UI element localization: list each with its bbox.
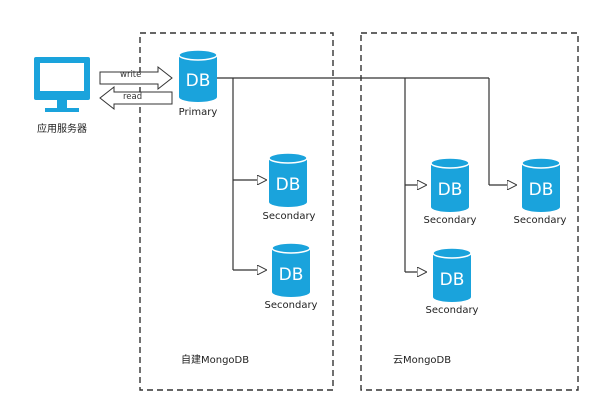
- secondary-role-label: Secondary: [423, 215, 477, 226]
- primary-role-label: Primary: [178, 107, 218, 118]
- secondary-db-cylinder: DB: [430, 157, 470, 212]
- primary-db-cylinder: DB: [178, 49, 218, 102]
- secondary-role-label: Secondary: [262, 211, 316, 222]
- cloud-group-border: [360, 32, 579, 391]
- secondary-db-cylinder: DB: [268, 152, 308, 207]
- db-label: DB: [276, 175, 301, 195]
- write-arrow: [99, 65, 173, 91]
- db-label: DB: [279, 265, 304, 285]
- monitor-icon: [34, 57, 90, 112]
- db-label: DB: [529, 180, 554, 200]
- self-built-group-label: 自建MongoDB: [181, 355, 250, 366]
- secondary-role-label: Secondary: [513, 215, 567, 226]
- read-label: read: [123, 92, 143, 102]
- read-arrow: [99, 85, 173, 111]
- secondary-role-label: Secondary: [264, 300, 318, 311]
- secondary-role-label: Secondary: [425, 305, 479, 316]
- db-label: DB: [440, 270, 465, 290]
- cloud-group-label: 云MongoDB: [393, 355, 452, 366]
- db-label: DB: [186, 71, 211, 91]
- self-built-group-border: [139, 32, 334, 391]
- write-label: write: [120, 70, 142, 80]
- db-label: DB: [438, 180, 463, 200]
- secondary-db-cylinder: DB: [521, 157, 561, 212]
- secondary-db-cylinder: DB: [271, 242, 311, 297]
- secondary-db-cylinder: DB: [432, 247, 472, 302]
- server-label: 应用服务器: [37, 124, 87, 135]
- replication-lines: [216, 77, 516, 272]
